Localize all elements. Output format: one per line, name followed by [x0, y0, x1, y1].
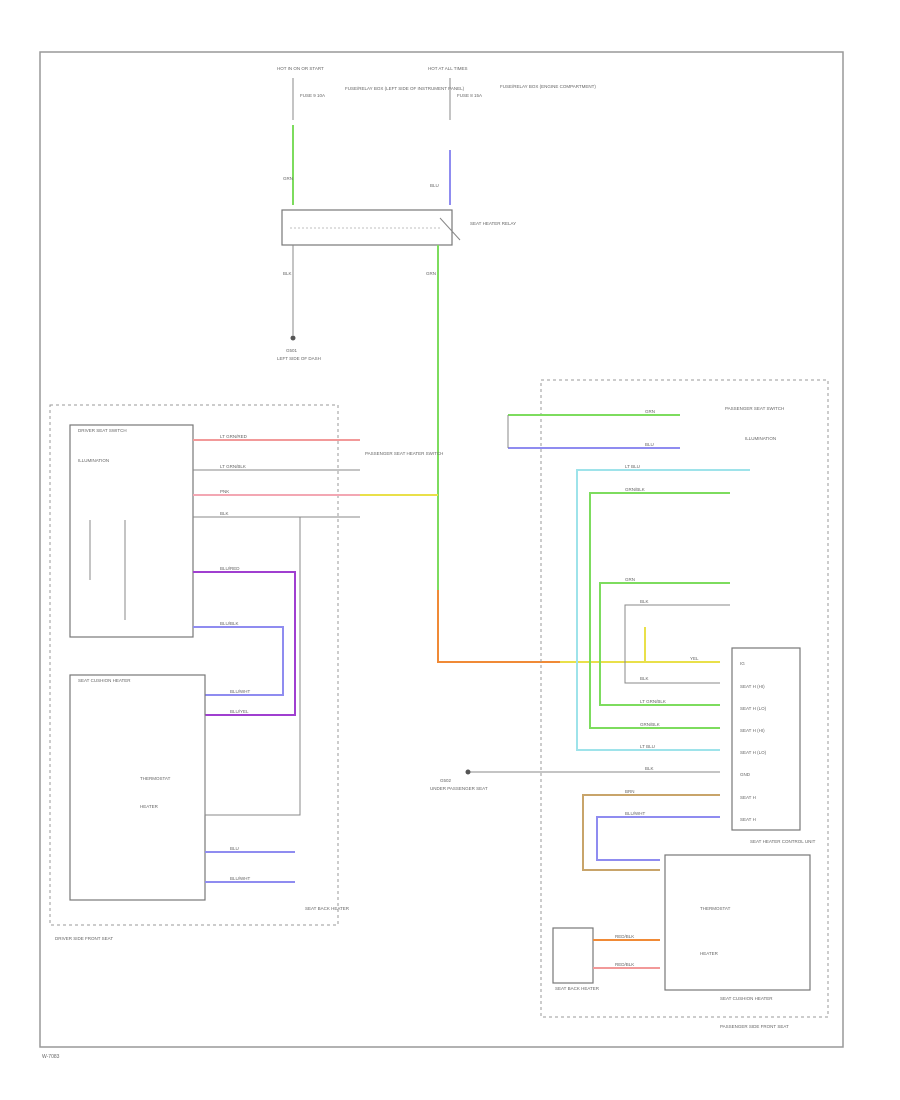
passenger-seat-back-heater: SEAT BACK HEATER: [552, 927, 600, 991]
wire-pass-grn2: [599, 582, 730, 706]
wire-label-blk-relay: BLK: [283, 271, 292, 276]
pass-thermostat-label: THERMOSTAT: [700, 906, 731, 911]
wire-label-blk-gnd: BLK: [645, 766, 654, 771]
passenger-illumination-label: ILLUMINATION: [745, 436, 776, 441]
wire-label-redblk1: RED/BLK: [615, 934, 634, 939]
wire-driver-blured: [193, 571, 296, 716]
pin-ig: IG: [740, 661, 745, 666]
fuse-box-left-label: FUSE/RELAY BOX (LEFT SIDE OF INSTRUMENT …: [345, 86, 465, 91]
wire-label-bluwht: BLU/WHT: [230, 689, 251, 694]
wire-label-redblk2: RED/BLK: [615, 962, 634, 967]
wire-label-bluyel: BLU/YEL: [230, 709, 249, 714]
driver-seat-label: DRIVER SIDE FRONT SEAT: [55, 936, 113, 941]
wire-pass-ltblu: [576, 469, 750, 751]
wire-label-ltblu: LT BLU: [625, 464, 640, 469]
passenger-seat-area: [540, 379, 829, 1018]
wire-relay-out-orange: [437, 590, 560, 663]
passenger-seat-label: PASSENGER SIDE FRONT SEAT: [720, 1024, 789, 1029]
wire-label-grn-relay: GRN: [426, 271, 436, 276]
driver-cushion-heater-label: SEAT CUSHION HEATER: [78, 678, 131, 683]
hot-in-on-label: HOT IN ON OR START: [277, 66, 324, 71]
driver-thermostat-label: THERMOSTAT: [140, 776, 171, 781]
wire-pass-grnblk: [589, 492, 730, 729]
wire-label-ltblu2: LT BLU: [640, 744, 655, 749]
pass-back-heater-label: SEAT BACK HEATER: [555, 986, 600, 991]
pin-4: SEAT H (LO): [740, 750, 767, 755]
wire-label-grnblk: GRN/BLK: [625, 487, 645, 492]
fuse-left: HOT IN ON OR START FUSE 9 10A FUSE/RELAY…: [277, 66, 465, 120]
pin-gnd: GND: [740, 772, 751, 777]
seat-heater-relay: SEAT HEATER RELAY: [281, 209, 516, 246]
ground-g501: G501 LEFT SIDE OF DASH: [277, 335, 321, 361]
wire-pass-brn: [582, 794, 720, 871]
footer-code: W-7083: [42, 1054, 60, 1060]
passenger-seat-cushion-heater: SEAT CUSHION HEATER THERMOSTAT HEATER: [664, 854, 811, 1001]
driver-heater-label: HEATER: [140, 804, 159, 809]
wire-label-grn2: GRN: [625, 577, 635, 582]
wire-label-ltgrnred: LT GRN/RED: [220, 434, 248, 439]
fuse-box-right-label: FUSE/RELAY BOX (ENGINE COMPARTMENT): [500, 84, 596, 89]
fuse-right-label: FUSE 8 15A: [457, 93, 482, 98]
pin-5: SEAT H: [740, 795, 756, 800]
diagram-border: [39, 51, 844, 1048]
ground-g501-location: LEFT SIDE OF DASH: [277, 356, 321, 361]
wire-label-yel: YEL: [690, 656, 699, 661]
passenger-switch-label: PASSENGER SEAT SWITCH: [725, 406, 784, 411]
heater-control-label: SEAT HEATER CONTROL UNIT: [750, 839, 816, 844]
wire-label-blublk: BLU/BLK: [220, 621, 239, 626]
pass-cushion-heater-label: SEAT CUSHION HEATER: [720, 996, 773, 1001]
pin-6: SEAT H: [740, 817, 756, 822]
wire-label-pnk: PNK: [220, 489, 229, 494]
fuse-left-label: FUSE 9 10A: [300, 93, 325, 98]
hot-at-all-times-label: HOT AT ALL TIMES: [428, 66, 468, 71]
wire-label-blu-pass: BLU: [645, 442, 654, 447]
wire-driver-blk-ground: [204, 517, 301, 816]
pin-3: SEAT H (HI): [740, 728, 765, 733]
wire-label-blu-driver: BLU: [230, 846, 239, 851]
wire-label-bluwht-driver: BLU/WHT: [230, 876, 251, 881]
pass-heater-label: HEATER: [700, 951, 719, 956]
ground-g502-location: UNDER PASSENGER SEAT: [430, 786, 488, 791]
driver-seat-area: [49, 404, 339, 926]
seat-heater-unit: IG SEAT H (HI) SEAT H (LO) SEAT H (HI) S…: [731, 647, 816, 844]
wire-label-brn: BRN: [625, 789, 635, 794]
ground-g502-label: G502: [440, 778, 452, 783]
wire-label-bluwht-pass: BLU/WHT: [625, 811, 646, 816]
wire-label-blk-driver: BLK: [220, 511, 229, 516]
driver-illumination-label: ILLUMINATION: [78, 458, 109, 463]
wire-driver-blublk: [193, 626, 284, 696]
wire-label-blk-pass2: BLK: [640, 676, 649, 681]
relay-label: SEAT HEATER RELAY: [470, 221, 516, 226]
driver-switch-label: DRIVER SEAT SWITCH: [78, 428, 127, 433]
ground-g501-label: G501: [286, 348, 298, 353]
driver-seat-switch: DRIVER SEAT SWITCH ILLUMINATION: [69, 424, 194, 638]
pin-1: SEAT H (HI): [740, 684, 765, 689]
fuse-right: HOT AT ALL TIMES FUSE 8 15A FUSE/RELAY B…: [428, 66, 596, 120]
wire-label-grn-pass: GRN: [645, 409, 655, 414]
wire-label-ltgrnblk: LT GRN/BLK: [220, 464, 246, 469]
driver-seat-cushion-heater: SEAT CUSHION HEATER THERMOSTAT HEATER: [69, 674, 206, 901]
wire-pass-blk: [624, 604, 730, 684]
wire-pass-bluwht: [596, 816, 720, 861]
driver-seat-back-heater-label: SEAT BACK HEATER: [305, 906, 350, 911]
wire-label-grnblk2: GRN/BLK: [640, 722, 660, 727]
wire-label-grn-top: GRN: [283, 176, 293, 181]
passenger-conn-label: PASSENGER SEAT HEATER SWITCH: [365, 451, 443, 456]
wire-label-blu-top: BLU: [430, 183, 439, 188]
ground-g502: G502 UNDER PASSENGER SEAT: [430, 769, 488, 791]
wire-label-blk-pass: BLK: [640, 599, 649, 604]
wire-label-ltgrnblk: LT GRN/BLK: [640, 699, 666, 704]
pin-2: SEAT H (LO): [740, 706, 767, 711]
wire-label-blured: BLU/RED: [220, 566, 240, 571]
